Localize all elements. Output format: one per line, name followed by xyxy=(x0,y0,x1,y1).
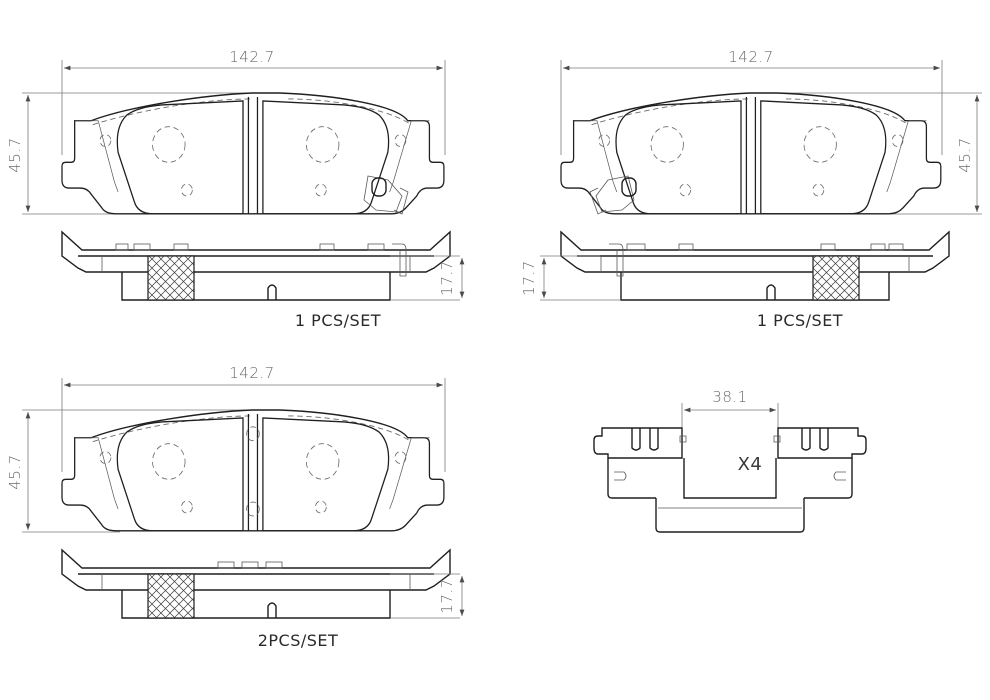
height-label: 45.7 xyxy=(956,137,974,172)
clip-quantity-label: X4 xyxy=(738,454,763,475)
clip-width-label: 38.1 xyxy=(712,388,747,406)
thickness-label: 17.7 xyxy=(438,260,456,295)
thickness-dimension: 17.7 xyxy=(390,573,465,619)
thickness-dimension: 17.7 xyxy=(520,255,620,301)
width-label: 142.7 xyxy=(229,364,274,382)
pad-face-bottom-left xyxy=(61,409,445,532)
clip-left xyxy=(593,427,687,499)
wear-sensor-icon xyxy=(363,175,409,215)
width-label: 142.7 xyxy=(728,48,773,66)
height-dimension: 45.7 xyxy=(6,92,250,215)
quantity-label: 2PCS/SET xyxy=(258,631,339,650)
pad-view-top-right: 142.7 45.7 xyxy=(520,48,982,330)
height-dimension: 45.7 xyxy=(6,409,250,533)
width-label: 142.7 xyxy=(229,48,274,66)
pad-face-top-right xyxy=(560,92,942,215)
quantity-label: 1 PCS/SET xyxy=(295,311,381,330)
thickness-label: 17.7 xyxy=(520,260,538,295)
thickness-dimension: 17.7 xyxy=(390,255,465,301)
pad-side-top-left xyxy=(61,231,451,301)
thickness-label: 17.7 xyxy=(438,578,456,613)
width-dimension: 142.7 xyxy=(61,48,446,155)
pad-face-top-left xyxy=(61,92,445,215)
width-dimension: 142.7 xyxy=(61,364,446,472)
pad-view-bottom-left: 142.7 45.7 17.7 2PCS/SET xyxy=(6,364,465,650)
height-label: 45.7 xyxy=(6,137,24,172)
clip-right xyxy=(773,427,867,499)
pad-side-bottom-left xyxy=(61,549,451,619)
wear-sensor-icon xyxy=(589,175,637,215)
pad-side-top-right xyxy=(560,231,950,301)
hardware-clip-view: 38.1 X4 xyxy=(593,388,867,533)
quantity-label: 1 PCS/SET xyxy=(757,311,843,330)
height-label: 45.7 xyxy=(6,454,24,489)
width-dimension: 142.7 xyxy=(560,48,943,155)
clip-width-dimension: 38.1 xyxy=(681,388,779,440)
pad-view-top-left: 142.7 45.7 xyxy=(6,48,465,330)
height-dimension: 45.7 xyxy=(760,92,982,215)
